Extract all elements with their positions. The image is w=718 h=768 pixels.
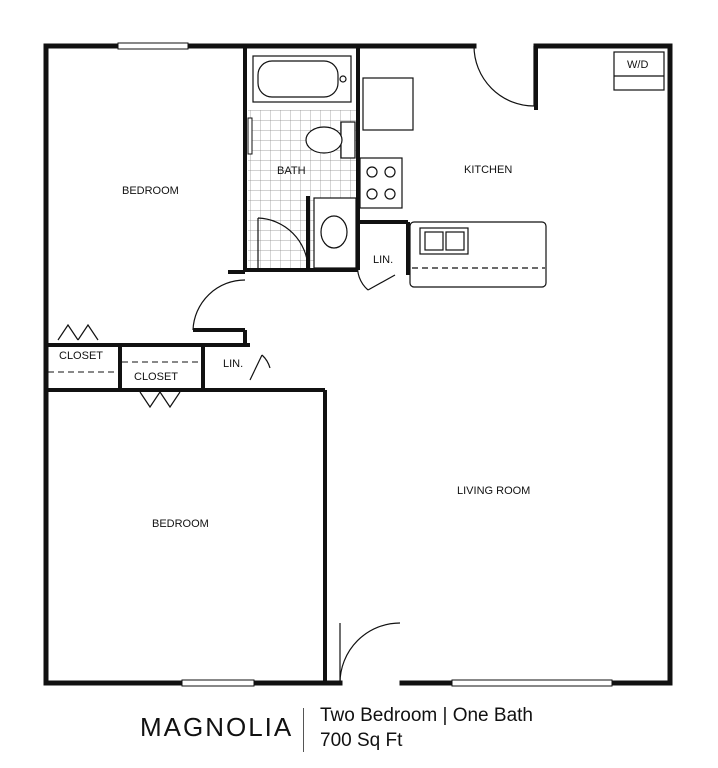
living-room-label: LIVING ROOM xyxy=(457,485,530,497)
closet-shelves xyxy=(48,361,200,373)
beds-baths: Two Bedroom | One Bath xyxy=(320,705,533,726)
bathtub xyxy=(252,55,352,103)
linen-kitchen-label: LIN. xyxy=(373,254,393,266)
windows xyxy=(117,42,613,687)
interior-walls xyxy=(46,46,538,683)
bedroom-bottom-label: BEDROOM xyxy=(152,518,209,530)
bath-label: BATH xyxy=(277,165,306,177)
kitchen-label: KITCHEN xyxy=(464,164,512,176)
stove xyxy=(359,157,403,209)
linen-hall-label: LIN. xyxy=(223,358,243,370)
bedroom-top-label: BEDROOM xyxy=(122,185,179,197)
kitchen-counter xyxy=(409,221,547,288)
bath-vanity xyxy=(313,197,357,269)
plan-name: MAGNOLIA xyxy=(140,712,294,742)
floor-plan: BEDROOM BATH KITCHEN W/D LIN. CLOSET CLO… xyxy=(43,42,673,687)
door-swings xyxy=(57,45,535,684)
closet-left-label: CLOSET xyxy=(59,350,103,362)
towel-bar xyxy=(247,117,253,155)
washer-dryer xyxy=(613,51,665,91)
refrigerator xyxy=(362,77,414,131)
square-footage: 700 Sq Ft xyxy=(320,730,403,751)
closet-right-label: CLOSET xyxy=(134,371,178,383)
footer-divider xyxy=(303,708,304,752)
toilet xyxy=(305,121,356,159)
wd-label: W/D xyxy=(627,59,648,71)
